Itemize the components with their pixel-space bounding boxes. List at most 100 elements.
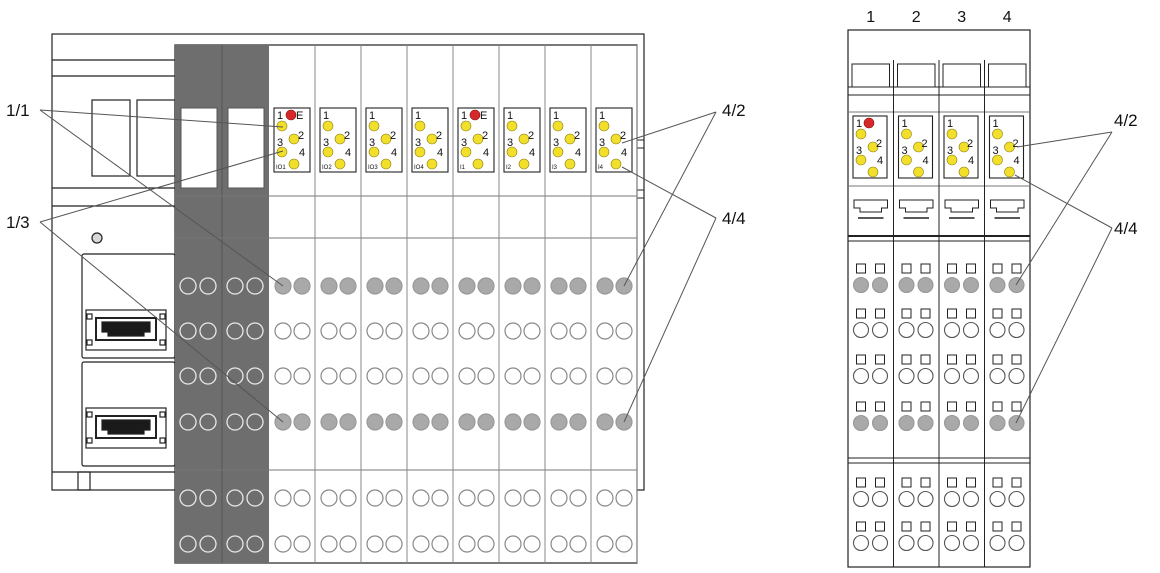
yellow-led-icon bbox=[913, 166, 924, 178]
status-dot-icon bbox=[91, 232, 103, 244]
yellow-led-icon bbox=[958, 166, 970, 178]
led-number: 2 bbox=[967, 138, 973, 150]
rj45-port-icon bbox=[85, 309, 167, 351]
terminal-connected bbox=[917, 414, 934, 432]
release-slot bbox=[856, 521, 866, 532]
terminal-open bbox=[523, 489, 541, 507]
column-number-label: 1 bbox=[866, 9, 875, 26]
housing-slot bbox=[91, 99, 131, 177]
dark-terminal-circle bbox=[179, 413, 197, 431]
led-number: 2 bbox=[390, 130, 396, 142]
terminal-open bbox=[569, 367, 587, 385]
yellow-led-icon bbox=[1004, 141, 1015, 153]
terminal-connected bbox=[898, 276, 915, 294]
led-number: 4 bbox=[437, 147, 443, 159]
led-number: 3 bbox=[323, 137, 329, 149]
callout-label-right-4-2: 4/2 bbox=[1114, 111, 1138, 130]
led-number: 1 bbox=[599, 110, 605, 122]
release-slot bbox=[856, 354, 866, 365]
terminal-open bbox=[615, 367, 633, 385]
release-slot bbox=[901, 521, 912, 532]
release-slot bbox=[966, 401, 976, 412]
terminal-connected bbox=[523, 277, 541, 295]
release-slot bbox=[992, 401, 1003, 412]
callout-label-1-3: 1/3 bbox=[6, 213, 30, 232]
terminal-open bbox=[898, 367, 915, 385]
yellow-led-icon bbox=[426, 133, 438, 145]
yellow-led-icon bbox=[598, 146, 610, 158]
terminal-open bbox=[339, 489, 357, 507]
terminal-open bbox=[320, 489, 338, 507]
yellow-led-icon bbox=[946, 154, 958, 166]
callout-lines bbox=[39, 109, 1113, 424]
yellow-led-icon bbox=[414, 146, 426, 158]
led-number: 3 bbox=[461, 137, 467, 149]
dark-terminal-circle bbox=[199, 322, 217, 340]
terminal-open bbox=[385, 367, 403, 385]
terminal-open bbox=[385, 322, 403, 340]
led-number: 2 bbox=[344, 130, 350, 142]
led-number: 2 bbox=[528, 130, 534, 142]
latch bbox=[853, 199, 888, 213]
terminal-open bbox=[293, 322, 311, 340]
column-number-label: 4 bbox=[1003, 9, 1012, 26]
callout-label-right-4-4: 4/4 bbox=[1114, 219, 1138, 238]
terminal-connected bbox=[458, 413, 476, 431]
top-tab bbox=[942, 63, 981, 87]
led-number: 4 bbox=[299, 147, 305, 159]
terminal-open bbox=[366, 322, 384, 340]
terminal-open bbox=[274, 367, 292, 385]
dark-terminal-circle bbox=[226, 489, 244, 507]
terminal-open bbox=[1008, 367, 1025, 385]
yellow-led-icon bbox=[414, 120, 426, 132]
terminal-open bbox=[431, 535, 449, 553]
dark-terminal-circle bbox=[199, 489, 217, 507]
yellow-led-icon bbox=[276, 146, 288, 158]
yellow-led-icon bbox=[334, 133, 346, 145]
led-number: 3 bbox=[369, 137, 375, 149]
terminal-open bbox=[989, 490, 1006, 508]
yellow-led-icon bbox=[946, 128, 958, 140]
terminal-open bbox=[431, 489, 449, 507]
yellow-led-icon bbox=[472, 133, 484, 145]
terminal-connected bbox=[852, 414, 870, 432]
terminal-open bbox=[569, 535, 587, 553]
dark-terminal-circle bbox=[246, 413, 264, 431]
yellow-led-icon bbox=[322, 146, 334, 158]
latch bbox=[990, 199, 1025, 213]
release-slot bbox=[920, 477, 931, 488]
release-slot bbox=[966, 308, 976, 319]
terminal-open bbox=[615, 535, 633, 553]
release-slot bbox=[901, 308, 912, 319]
terminal-connected bbox=[366, 413, 384, 431]
terminal-open bbox=[871, 534, 889, 552]
terminal-open bbox=[458, 535, 476, 553]
release-slot bbox=[947, 354, 957, 365]
terminal-open bbox=[504, 322, 522, 340]
terminal-open bbox=[852, 367, 870, 385]
callout-line-1-3 bbox=[39, 221, 284, 423]
dark-terminal-circle bbox=[179, 277, 197, 295]
led-number: 1 bbox=[553, 110, 559, 122]
terminal-open bbox=[412, 322, 430, 340]
terminal-open bbox=[293, 489, 311, 507]
callout-line-r-4-2 bbox=[1016, 131, 1113, 148]
yellow-led-icon bbox=[992, 154, 1003, 166]
led-number: 3 bbox=[947, 145, 953, 157]
terminal-open bbox=[320, 367, 338, 385]
led-panel-footer: I3 bbox=[552, 165, 558, 171]
terminal-connected bbox=[320, 413, 338, 431]
led-number: 3 bbox=[553, 137, 559, 149]
led-number: 1 bbox=[902, 118, 908, 130]
terminal-open bbox=[989, 534, 1006, 552]
terminal-open bbox=[898, 321, 915, 339]
led-panel-footer: IO4 bbox=[414, 165, 424, 171]
callout-label-4-4: 4/4 bbox=[722, 209, 746, 228]
led-panel-footer: IO2 bbox=[322, 165, 332, 171]
led-number: 2 bbox=[1013, 138, 1019, 150]
yellow-led-icon bbox=[901, 128, 912, 140]
led-number: 4 bbox=[621, 147, 627, 159]
